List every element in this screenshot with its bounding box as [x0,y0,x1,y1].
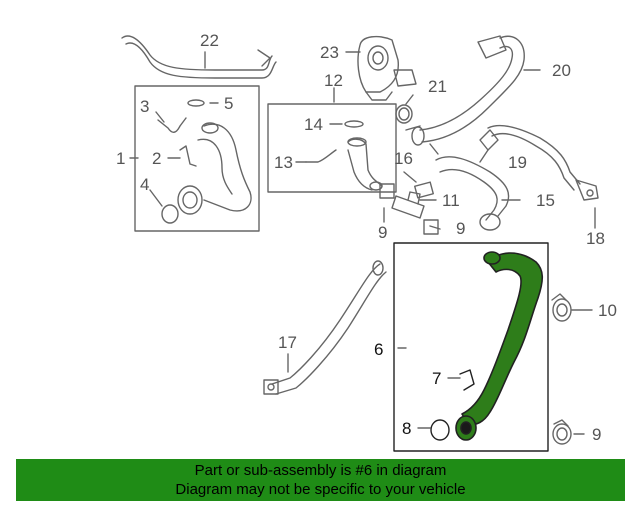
pipe-part-22 [121,35,277,79]
callout-labels: 1 2 3 4 5 6 7 8 9 9 9 10 11 12 13 14 15 … [116,31,617,444]
callout-7: 7 [432,369,441,388]
callout-9-lower: 9 [592,425,601,444]
callout-22: 22 [200,31,219,50]
callout-11: 11 [442,191,460,210]
callout-13: 13 [274,153,293,172]
group-box-12 [267,103,397,193]
callout-10: 10 [598,301,617,320]
group-box-6 [393,242,549,452]
seal-part-5 [187,99,205,107]
info-banner: Part or sub-assembly is #6 in diagram Di… [16,459,625,501]
seal-part-14 [344,120,364,128]
seal-part-4 [161,204,179,224]
callout-2: 2 [152,149,161,168]
leader-lines [129,51,596,435]
callout-19: 19 [508,153,527,172]
callout-18: 18 [586,229,605,248]
hose-part-20 [405,35,525,155]
callout-16: 16 [394,149,413,168]
callout-1: 1 [116,149,125,168]
clip-part-7 [459,369,475,391]
pipe-part-18-19 [479,124,599,201]
connector-part-11 [379,181,439,235]
hose-part-12 [347,137,383,191]
housing-part-23 [357,35,417,101]
hose-part-6-highlighted [455,251,544,441]
callout-5: 5 [224,94,233,113]
banner-line-2: Diagram may not be specific to your vehi… [175,481,466,498]
pipe-part-17 [263,260,387,395]
callout-20: 20 [552,61,571,80]
callout-8: 8 [402,419,411,438]
callout-4: 4 [140,175,149,194]
callout-14: 14 [304,115,323,134]
banner-line-1: Part or sub-assembly is #6 in diagram [194,462,447,479]
callout-21: 21 [428,77,447,96]
clip-part-2 [179,145,197,167]
callout-23: 23 [320,43,339,62]
callout-3: 3 [140,97,149,116]
seal-part-8 [430,419,450,441]
callout-15: 15 [536,191,555,210]
seal-ring-part-21 [395,104,413,124]
callout-12: 12 [324,71,343,90]
callout-6: 6 [374,340,383,359]
clip-part-13 [305,149,337,163]
clamp-part-9 [552,419,572,445]
hose-part-1 [177,122,252,215]
callout-9-upper-right: 9 [456,219,465,238]
clip-part-3 [157,117,187,133]
callout-17: 17 [278,333,297,352]
clamp-part-10 [551,293,572,322]
callout-9-upper-left: 9 [378,223,387,242]
